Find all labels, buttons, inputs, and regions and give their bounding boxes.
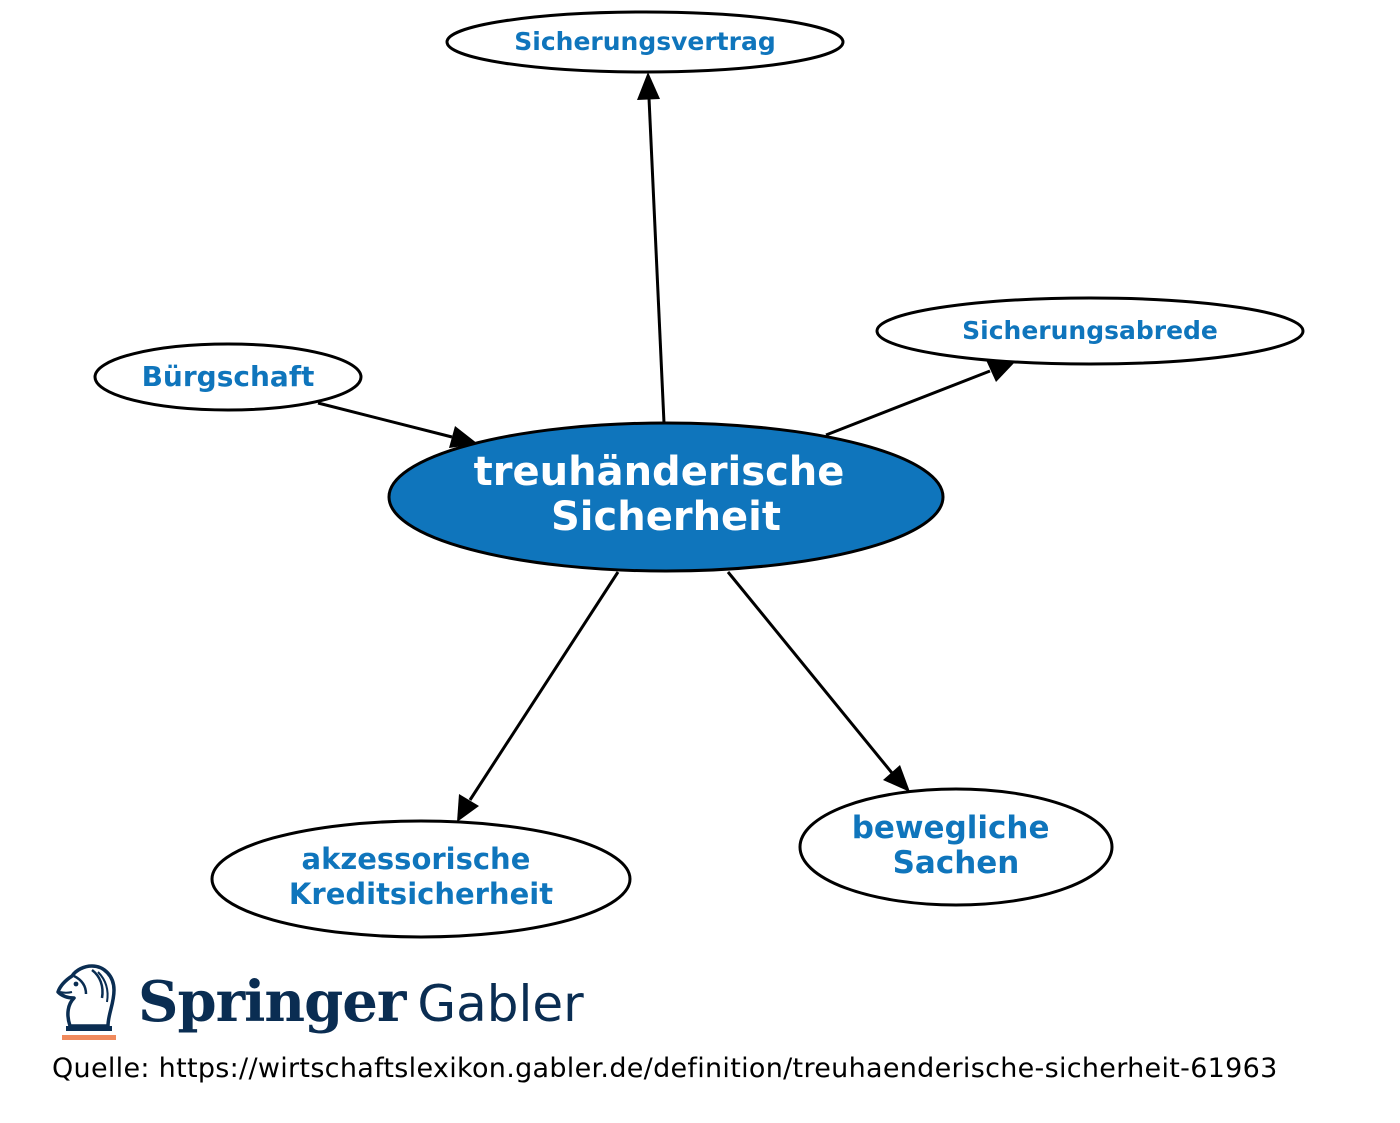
center-node-shape (387, 421, 945, 573)
edge-center-to-akzessorische (468, 571, 620, 801)
arrowhead-bewegliche (883, 765, 910, 792)
center-node-line-1: treuhänderische (474, 449, 845, 495)
edge-center-to-bewegliche (726, 571, 894, 774)
arrowhead-center-from-buergschaft (449, 426, 478, 448)
node-sicherungsvertrag-shape (445, 10, 845, 74)
node-bewegliche-label: bewegliche Sachen (852, 810, 1061, 881)
edges (317, 72, 1015, 822)
brand-gabler-text: Gabler (417, 975, 584, 1033)
edge-center-to-sicherungsabrede (825, 369, 991, 437)
node-sicherungsabrede-line-1: Sicherungsabrede (962, 316, 1218, 345)
node-akzessorische-label: akzessorische Kreditsicherheit (289, 842, 553, 911)
springer-knight-logo-icon (56, 964, 116, 1040)
node-bewegliche-line-2: Sachen (893, 845, 1020, 881)
node-akzessorische-kreditsicherheit[interactable]: akzessorische Kreditsicherheit (210, 819, 632, 939)
node-akzessorische-line-2: Kreditsicherheit (289, 877, 553, 911)
node-buergschaft[interactable]: Bürgschaft (93, 342, 363, 412)
node-sicherungsvertrag-label: Sicherungsvertrag (514, 27, 775, 56)
source-line: Quelle: https://wirtschaftslexikon.gable… (52, 1053, 1278, 1084)
node-bewegliche-sachen[interactable]: bewegliche Sachen (798, 787, 1114, 907)
node-sicherungsabrede[interactable]: Sicherungsabrede (875, 296, 1305, 366)
node-buergschaft-shape (93, 342, 363, 412)
center-node-line-2: Sicherheit (551, 494, 781, 540)
node-bewegliche-line-1: bewegliche (852, 810, 1050, 846)
node-akzessorische-shape (210, 819, 632, 939)
node-sicherungsabrede-label: Sicherungsabrede (962, 316, 1218, 345)
edge-buergschaft-to-center (317, 401, 453, 439)
brand-springer-text: Springer (138, 969, 406, 1035)
center-node-label: treuhänderische Sicherheit (474, 449, 859, 540)
node-sicherungsvertrag-line-1: Sicherungsvertrag (514, 27, 775, 56)
node-buergschaft-line-1: Bürgschaft (142, 360, 315, 393)
arrowhead-akzessorische (457, 794, 479, 822)
edge-center-to-sicherungsvertrag (647, 97, 666, 424)
arrowhead-sicherungsabrede (986, 360, 1015, 382)
node-buergschaft-label: Bürgschaft (142, 360, 315, 393)
node-sicherungsabrede-shape (875, 296, 1305, 366)
center-node[interactable]: treuhänderische Sicherheit (387, 421, 945, 573)
arrowhead-sicherungsvertrag (637, 72, 660, 100)
node-sicherungsvertrag[interactable]: Sicherungsvertrag (445, 10, 845, 74)
concept-diagram: treuhänderische Sicherheit Sicherungsver… (93, 10, 1305, 939)
node-akzessorische-line-1: akzessorische (302, 842, 531, 876)
node-bewegliche-shape (798, 787, 1114, 907)
